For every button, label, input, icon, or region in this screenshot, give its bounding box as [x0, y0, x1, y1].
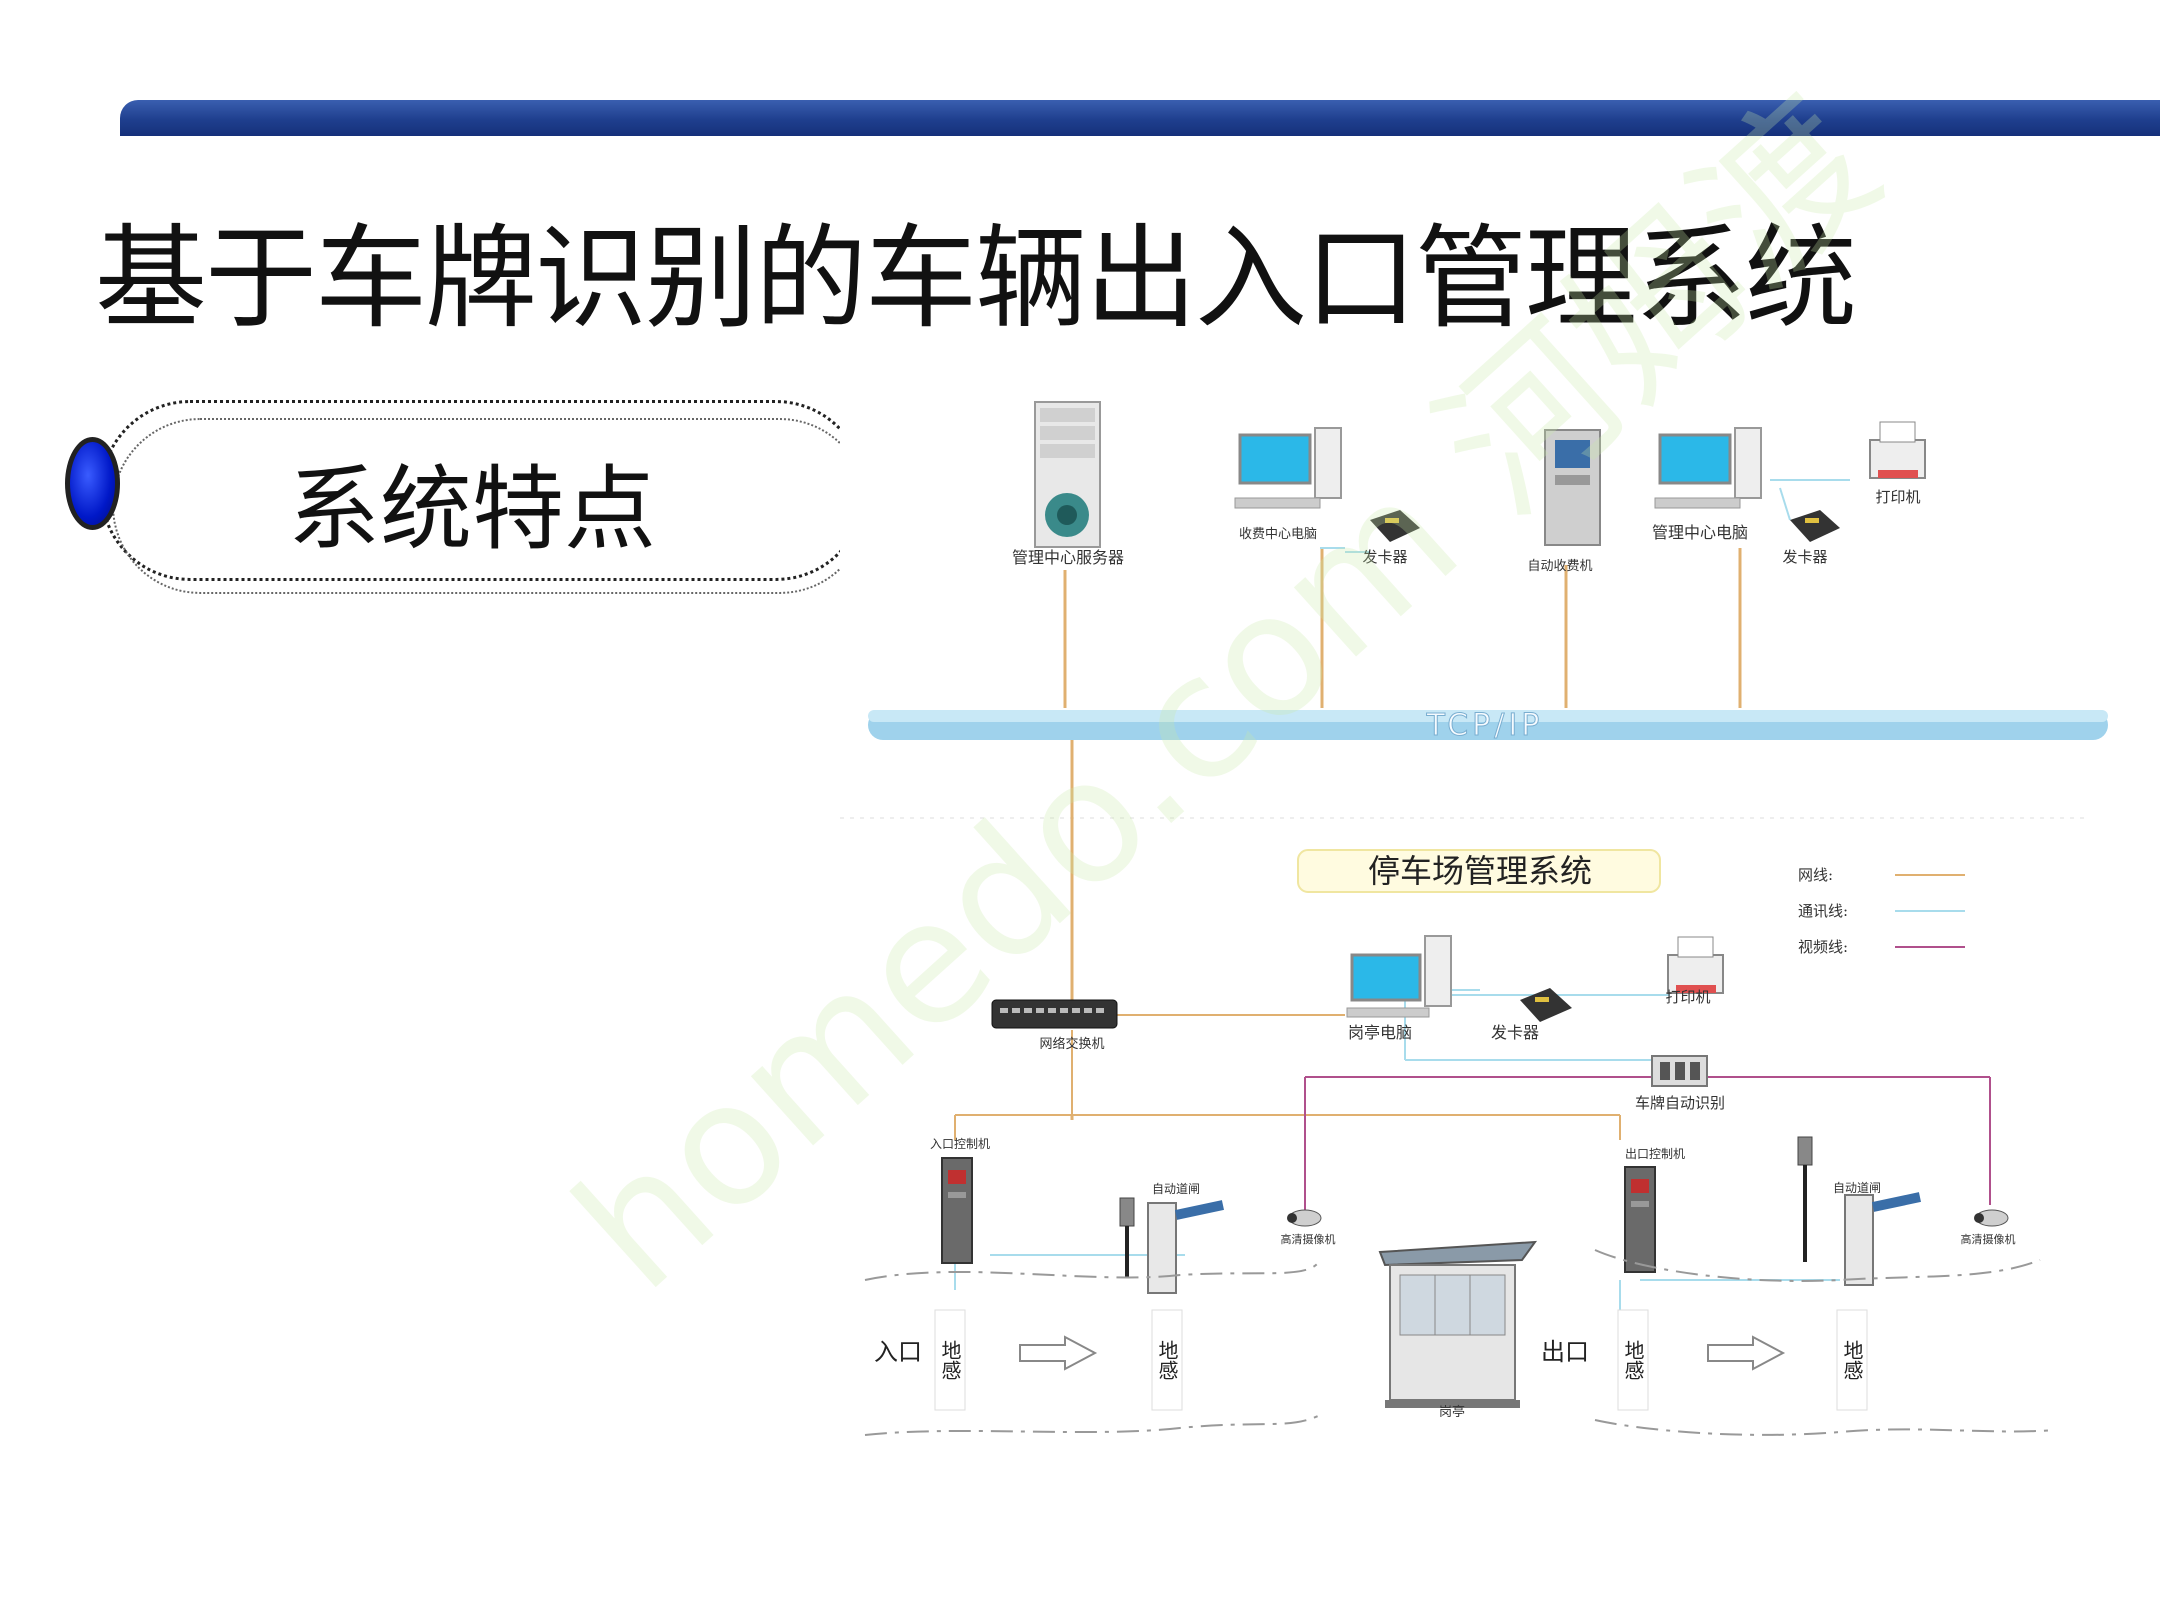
system-diagram: TCP/IP 管理中心服务器 收费中心电脑 发卡器 自动收费机 管理中心电脑: [840, 380, 2140, 1436]
exit-direction-arrow-icon: [1707, 1335, 1786, 1371]
legend-label-2: 视频线:: [1798, 938, 1848, 956]
card-issuer-2-label: 发卡器: [1782, 548, 1827, 566]
entry-lane-bottom: [864, 1414, 1321, 1436]
card-issuer-1-label: 发卡器: [1362, 548, 1407, 566]
switch-label: 网络交换机: [1039, 1036, 1104, 1052]
comm-cables-top: [1320, 479, 1850, 553]
server-icon: [1034, 401, 1101, 548]
section-bullet-icon: [65, 437, 120, 530]
loop-2: 地感: [1151, 1309, 1183, 1411]
parking-system-title: 停车场管理系统: [1368, 852, 1592, 890]
guard-booth-icon: [1378, 1240, 1538, 1408]
entry-controller-icon: [941, 1157, 973, 1264]
legend: 网线: 通讯线: 视频线:: [1798, 866, 1965, 956]
exit-controller-icon: [1624, 1166, 1656, 1273]
entry-camera-label: 高清摄像机: [1281, 1232, 1336, 1246]
auto-toll-machine-icon: [1544, 429, 1601, 546]
header-bar: [120, 100, 2160, 136]
exit-camera-label: 高清摄像机: [1961, 1232, 2016, 1246]
exit-lane-bottom: [1594, 1419, 2056, 1436]
parking-title-box: [1297, 849, 1661, 893]
network-switch-icon: [991, 999, 1118, 1029]
card-issuer-icon: [1790, 510, 1840, 542]
entrance-label: 入口: [874, 1338, 922, 1366]
exit-lane-top: [1594, 1249, 2041, 1282]
entry-controller-label: 入口控制机: [930, 1137, 990, 1151]
entry-barrier-label: 自动道闸: [1152, 1182, 1200, 1196]
printer-icon: [1667, 936, 1724, 994]
card-issuer-icon: [1520, 988, 1572, 1022]
loop-3-label: 地感: [1621, 1340, 1645, 1380]
tcpip-label: TCP/IP: [1426, 708, 1544, 743]
entry-camera-icon: [1287, 1209, 1322, 1227]
booth-pc-icon: [1346, 935, 1452, 1018]
mgmt-pc-label: 管理中心电脑: [1652, 523, 1748, 542]
video-cables-parking: [1304, 1076, 1991, 1210]
legend-label-1: 通讯线:: [1798, 902, 1848, 920]
loop-1: 地感: [934, 1309, 966, 1411]
server-label: 管理中心服务器: [1012, 548, 1124, 567]
exit-barrier-icon: [1797, 1136, 1921, 1286]
mgmt-pc-icon: [1654, 427, 1762, 509]
auto-toll-label: 自动收费机: [1527, 559, 1592, 574]
loop-3: 地感: [1617, 1309, 1649, 1411]
toll-pc-label: 收费中心电脑: [1239, 527, 1317, 542]
printer-1-label: 打印机: [1875, 488, 1920, 506]
plate-recognition-icon: [1651, 1055, 1708, 1087]
plate-recognition-label: 车牌自动识别: [1635, 1094, 1725, 1112]
parking-card-issuer-label: 发卡器: [1491, 1023, 1539, 1042]
printer-icon: [1869, 421, 1926, 479]
booth-label: 岗亭: [1439, 1404, 1465, 1420]
card-issuer-icon: [1370, 510, 1420, 542]
exit-label: 出口: [1541, 1338, 1589, 1366]
parking-printer-label: 打印机: [1665, 988, 1710, 1006]
legend-label-0: 网线:: [1798, 866, 1833, 884]
toll-pc-icon: [1234, 427, 1342, 509]
entry-direction-arrow-icon: [1019, 1335, 1098, 1371]
loop-2-label: 地感: [1155, 1340, 1179, 1380]
exit-camera-icon: [1974, 1209, 2009, 1227]
entry-barrier-icon: [1119, 1197, 1224, 1294]
loop-1-label: 地感: [938, 1340, 962, 1380]
section-label: 系统特点: [288, 456, 657, 563]
exit-barrier-label: 自动道闸: [1833, 1181, 1881, 1195]
loop-4-label: 地感: [1840, 1340, 1864, 1380]
loop-4: 地感: [1836, 1309, 1868, 1411]
network-cables-parking: [954, 740, 1621, 1140]
exit-controller-label: 出口控制机: [1625, 1147, 1685, 1161]
page-title: 基于车牌识别的车辆出入口管理系统: [95, 214, 1857, 344]
booth-pc-label: 岗亭电脑: [1348, 1023, 1412, 1042]
entry-lane-top: [864, 1259, 1321, 1281]
